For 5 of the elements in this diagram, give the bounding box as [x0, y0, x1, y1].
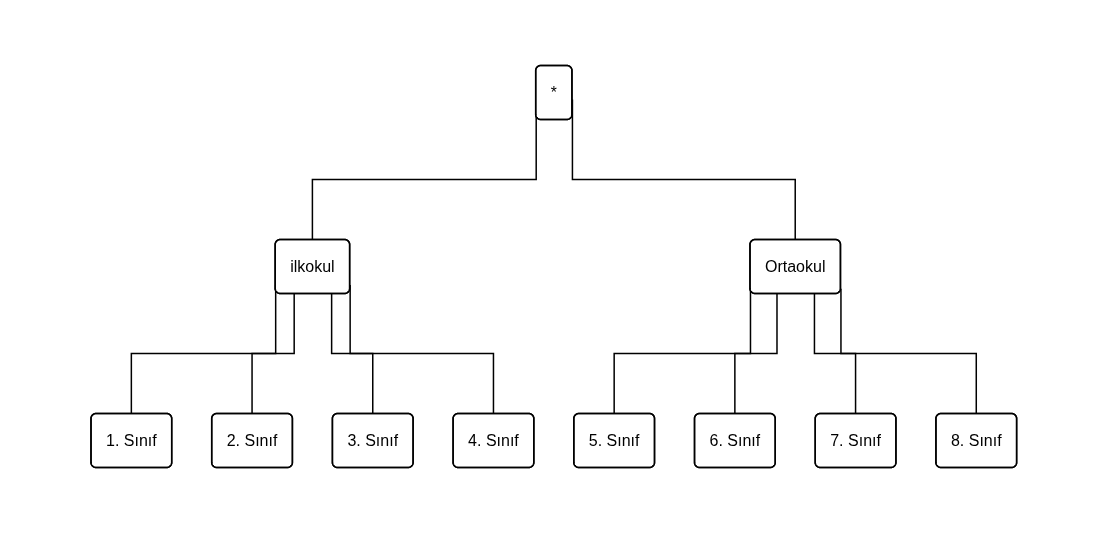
connector	[839, 288, 978, 415]
connector	[733, 293, 778, 415]
connector	[251, 293, 295, 415]
connector	[813, 293, 857, 415]
connector	[330, 293, 374, 415]
